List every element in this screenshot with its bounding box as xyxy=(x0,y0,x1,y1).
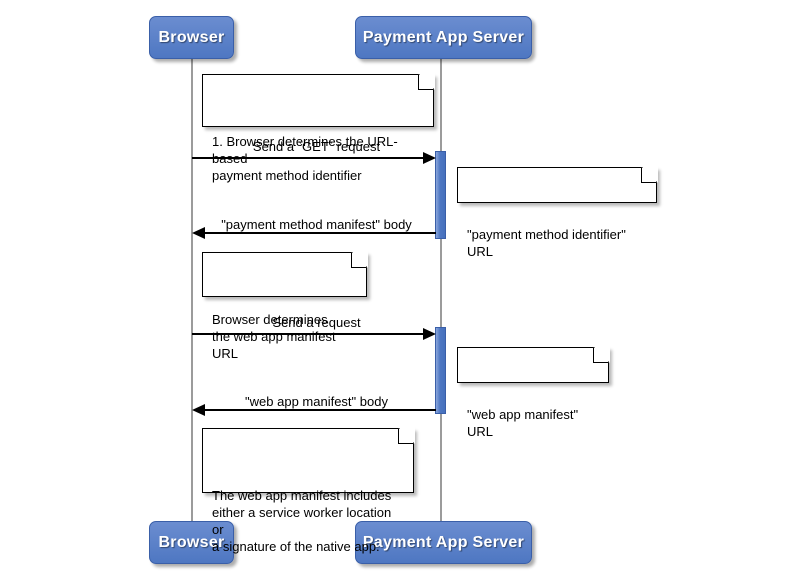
participant-browser-bottom-label: Browser xyxy=(158,533,225,551)
message-line-send-a-request xyxy=(192,333,428,335)
message-label-payment-method-manifest-body: "payment method manifest" body xyxy=(192,217,441,232)
message-label-send-a-request: Send a request xyxy=(192,315,441,330)
participant-browser-top-label: Browser xyxy=(158,28,225,46)
activation-bar-server-1 xyxy=(435,151,446,239)
arrowhead-right-send-a-request xyxy=(423,328,436,340)
note-browser-determines-web-app-manifest-url: Browser determines the web app manifest … xyxy=(202,251,368,361)
message-label-send-get-request: Send a `GET` request xyxy=(192,139,441,154)
activation-bar-server-2 xyxy=(435,327,446,414)
participant-payment-app-server-bottom-label: Payment App Server xyxy=(362,533,525,551)
arrowhead-left-payment-method-manifest-body xyxy=(192,227,205,239)
participant-browser-bottom[interactable]: Browser xyxy=(149,521,234,564)
note-web-app-manifest-url: "web app manifest" URL xyxy=(457,346,610,439)
lifeline-payment-app-server xyxy=(440,58,442,522)
message-line-payment-method-manifest-body xyxy=(204,232,436,234)
note-url-based-payment-method-identifier: 1. Browser determines the URL-based paym… xyxy=(202,73,435,183)
message-label-text: Send a request xyxy=(272,315,361,330)
message-label-text: "payment method manifest" body xyxy=(221,217,412,232)
participant-payment-app-server-bottom[interactable]: Payment App Server xyxy=(355,521,532,564)
note-text: Browser determines the web app manifest … xyxy=(212,312,336,361)
note-payment-method-identifier-url: "payment method identifier" URL xyxy=(457,166,658,259)
note-text: 1. Browser determines the URL-based paym… xyxy=(212,134,398,183)
lifeline-browser xyxy=(191,58,193,522)
participant-payment-app-server-top[interactable]: Payment App Server xyxy=(355,16,532,59)
message-line-web-app-manifest-body xyxy=(204,409,436,411)
participant-payment-app-server-top-label: Payment App Server xyxy=(362,28,525,46)
note-text: "web app manifest" URL xyxy=(467,407,579,439)
arrowhead-right-send-get-request xyxy=(423,152,436,164)
message-line-send-get-request xyxy=(192,157,428,159)
note-text: The web app manifest includes either a s… xyxy=(212,488,392,554)
note-text: "payment method identifier" URL xyxy=(467,227,626,259)
note-web-app-manifest-includes: The web app manifest includes either a s… xyxy=(202,427,415,554)
arrowhead-left-web-app-manifest-body xyxy=(192,404,205,416)
participant-browser-top[interactable]: Browser xyxy=(149,16,234,59)
message-label-text: "web app manifest" body xyxy=(245,394,388,409)
message-label-text: Send a `GET` request xyxy=(252,139,381,154)
message-label-web-app-manifest-body: "web app manifest" body xyxy=(192,394,441,409)
